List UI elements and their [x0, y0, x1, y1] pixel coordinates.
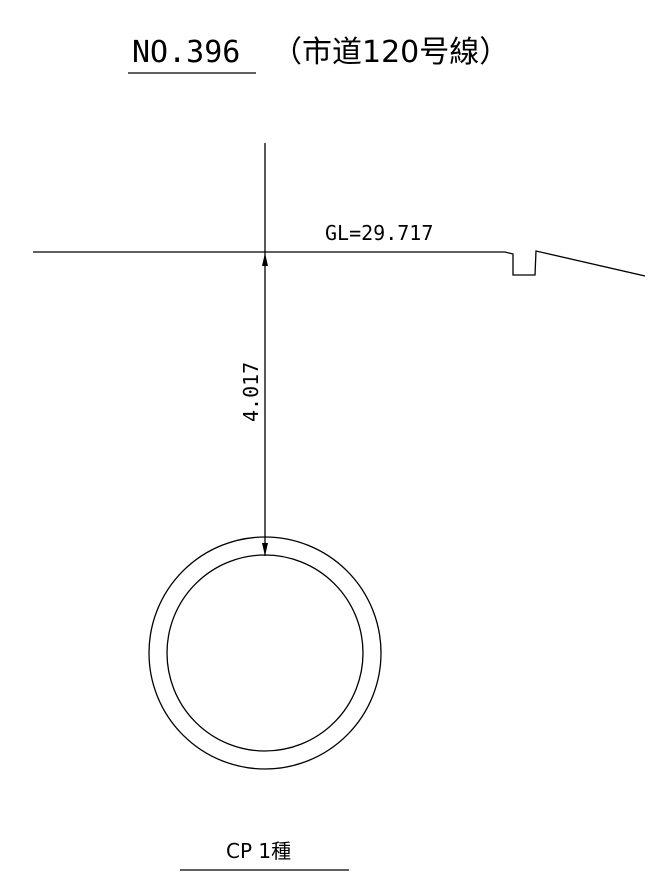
section-number: NO.396 — [132, 35, 240, 70]
pipe-inner-circle — [166, 554, 364, 752]
ground-level-label: GL=29.717 — [325, 221, 433, 245]
road-name: （市道120号線） — [272, 35, 509, 70]
dimension-arrow-bottom — [262, 543, 268, 556]
depth-dimension-label: 4.017 — [239, 362, 263, 422]
dimension-arrow-top — [262, 253, 268, 266]
ground-line — [33, 250, 646, 277]
pipe-type-label: CP 1種 — [226, 839, 291, 863]
pipe-outer-circle — [148, 536, 382, 770]
